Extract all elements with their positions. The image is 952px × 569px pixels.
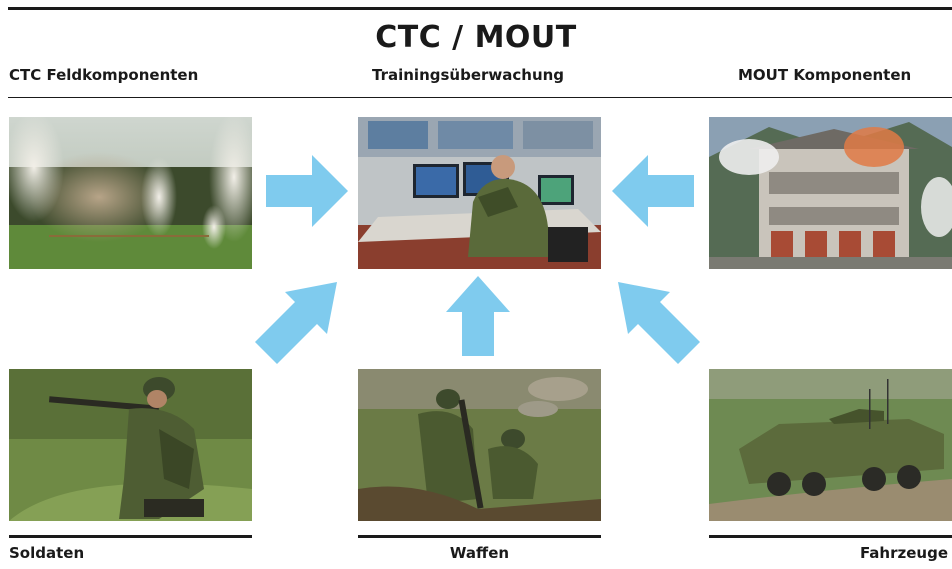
photo-soldier (9, 369, 252, 521)
arrow-up-right-icon (255, 282, 337, 364)
footer-vehicles: Fahrzeuge (859, 544, 948, 562)
photo-weapons (358, 369, 601, 521)
header-mout-components: MOUT Komponenten (738, 66, 912, 84)
footer-rule-center (358, 535, 601, 538)
footer-soldiers: Soldaten (9, 544, 85, 562)
footer-rule-right (709, 535, 952, 538)
photo-ctc-field-smoke (9, 117, 252, 269)
top-rule (8, 7, 952, 10)
arrow-up-left-icon (618, 282, 700, 364)
header-ctc-field: CTC Feldkomponenten (9, 66, 199, 84)
page-title: CTC / MOUT (375, 20, 577, 55)
header-training-monitoring: Trainingsüberwachung (372, 66, 565, 84)
footer-rule-left (9, 535, 252, 538)
photo-mout-building (709, 117, 952, 269)
arrow-right-icon (266, 155, 348, 227)
arrow-left-icon (612, 155, 694, 227)
photo-control-room (358, 117, 601, 269)
photo-vehicle (709, 369, 952, 521)
footer-weapons: Waffen (449, 544, 510, 562)
arrow-up-icon (446, 276, 510, 356)
header-rule (8, 97, 952, 98)
